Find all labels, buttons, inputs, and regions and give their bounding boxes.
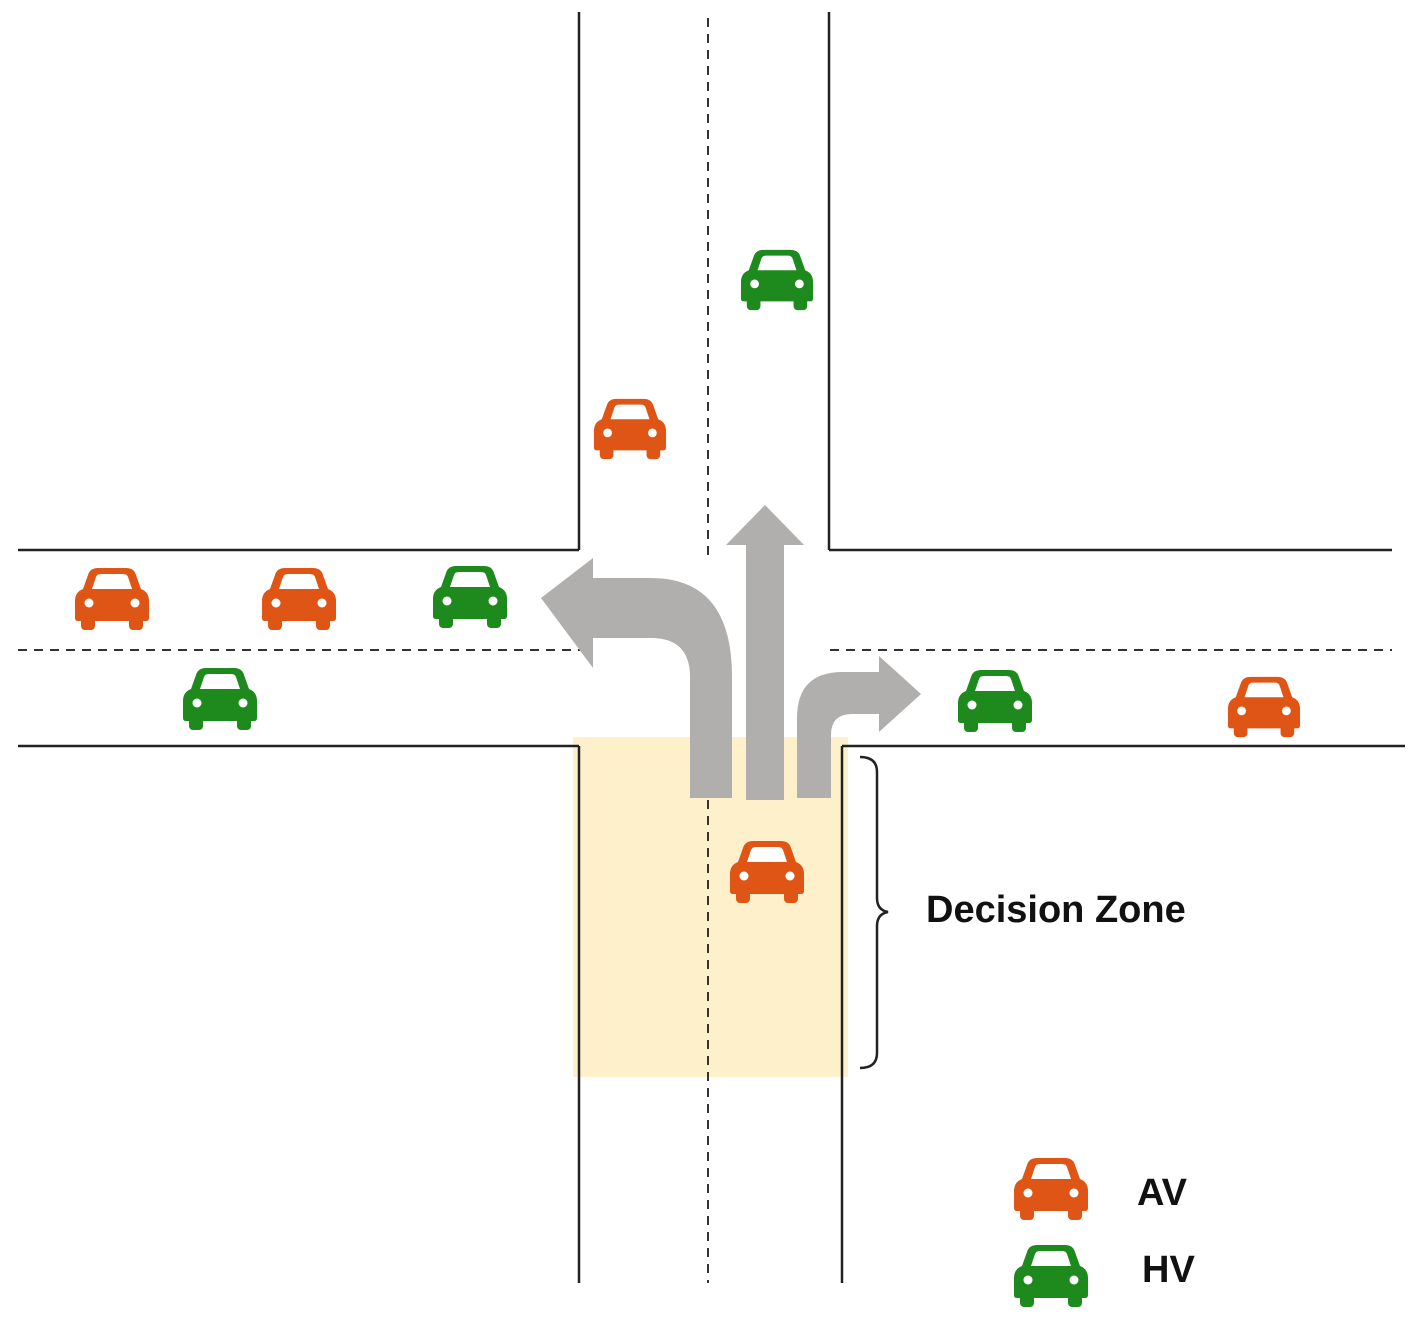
legend-av-label: AV [1137,1172,1188,1214]
av-car-icon [593,398,667,460]
hv-car-icon [958,670,1032,732]
hv-car-icon [433,566,507,628]
through-arrow [726,505,804,800]
legend: AV HV [1014,1158,1195,1307]
hv-car-icon [740,249,814,311]
decision-zone-label: Decision Zone [926,889,1186,931]
legend-hv-label: HV [1142,1249,1195,1291]
av-car-icon [1227,676,1301,738]
legend-av-car-icon [1014,1158,1088,1220]
legend-hv-car-icon [1014,1245,1088,1307]
lane-dividers [18,18,1392,1283]
road-edges [18,12,1405,1283]
right-turn-arrow [797,656,921,798]
movement-arrows [541,505,921,800]
hv-car-icon [183,668,257,730]
decision-zone-brace [859,755,889,1070]
av-car-icon [75,568,149,630]
av-car-icon [262,568,336,630]
left-turn-arrow [541,558,732,798]
